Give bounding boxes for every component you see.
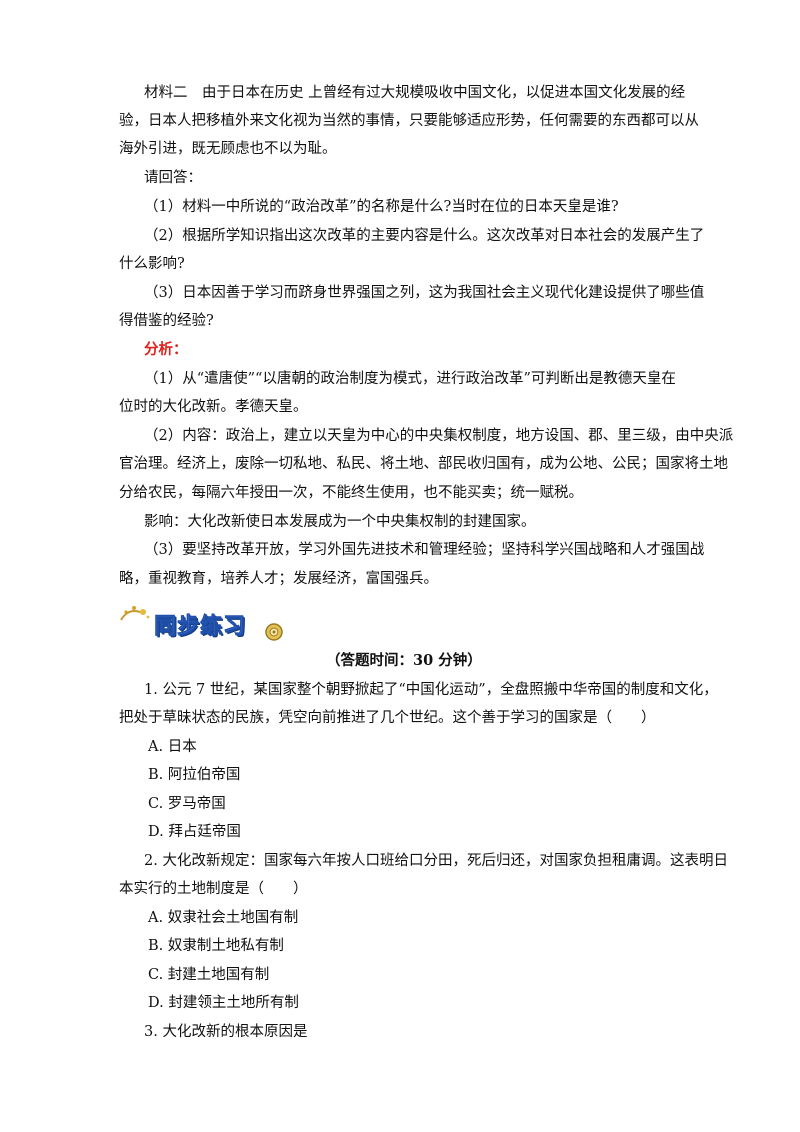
analysis-1-line2: 位时的大化改新。孝德天皇。 <box>119 399 308 415</box>
question-2-line2: 什么影响? <box>119 256 185 272</box>
analysis-1-line1: （1）从“遣唐使”“以唐朝的政治制度为模式，进行政治改革”可判断出是教德天皇在 <box>144 371 676 387</box>
exercise-2-line2: 本实行的土地制度是（ ） <box>119 881 308 897</box>
analysis-2-line1: （2）内容：政治上，建立以天皇为中心的中央集权制度，地方设国、郡、里三级，由中央… <box>144 428 734 444</box>
exercise-1-option-d: D. 拜占廷帝国 <box>148 824 241 840</box>
analysis-2-line2: 官治理。经济上，废除一切私地、私民、将土地、部民收归国有，成为公地、公民；国家将… <box>119 456 728 472</box>
material2-line3: 海外引进，既无顾虑也不以为耻。 <box>119 141 337 157</box>
analysis-influence: 影响：大化改新使日本发展成为一个中央集权制的封建国家。 <box>144 514 536 530</box>
answer-prompt: 请回答： <box>144 170 202 186</box>
exercise-3-line1: 3. 大化改新的根本原因是 <box>144 1024 308 1040</box>
gear-badge-icon <box>265 623 283 641</box>
exercise-1-option-c: C. 罗马帝国 <box>148 796 226 812</box>
analysis-3-line1: （3）要坚持改革开放，学习外国先进技术和管理经验；坚持科学兴国战略和人才强国战 <box>144 542 705 558</box>
material2-line1: 材料二 由于日本在历史 上曾经有过大规模吸收中国文化，以促进本国文化发展的经 <box>144 85 686 101</box>
question-3-line2: 得借鉴的经验? <box>119 313 214 329</box>
exercise-1-option-b: B. 阿拉伯帝国 <box>148 767 241 783</box>
question-3-line1: （3）日本因善于学习而跻身世界强国之列，这为我国社会主义现代化建设提供了哪些值 <box>144 285 705 301</box>
time-note: （答题时间：30 分钟） <box>326 652 482 669</box>
exercise-2-option-d: D. 封建领主土地所有制 <box>148 995 299 1011</box>
exercise-2-option-c: C. 封建土地国有制 <box>148 967 270 983</box>
section-banner: 同步练习 <box>118 600 288 646</box>
exercise-2-option-a: A. 奴隶社会土地国有制 <box>148 910 299 926</box>
exercise-1-line1: 1. 公元 7 世纪，某国家整个朝野掀起了“中国化运动”，全盘照搬中华帝国的制度… <box>144 682 718 698</box>
exercise-2-line1: 2. 大化改新规定：国家每六年按人口班给口分田，死后归还，对国家负担租庸调。这表… <box>144 853 728 869</box>
sparkle-ornament-icon <box>120 606 150 621</box>
analysis-2-line3: 分给农民，每隔六年授田一次，不能终生使用，也不能买卖；统一赋税。 <box>119 485 583 501</box>
question-2-line1: （2）根据所学知识指出这次改革的主要内容是什么。这次改革对日本社会的发展产生了 <box>144 228 705 244</box>
question-1: （1）材料一中所说的“政治改革”的名称是什么?当时在位的日本天皇是谁? <box>144 199 619 215</box>
exercise-1-line2: 把处于草昧状态的民族，凭空向前推进了几个世纪。这个善于学习的国家是（ ） <box>119 710 656 726</box>
analysis-heading: 分析： <box>144 341 188 358</box>
analysis-3-line2: 略，重视教育，培养人才；发展经济，富国强兵。 <box>119 571 438 587</box>
section-title: 同步练习 <box>154 614 247 640</box>
material2-line2: 验，日本人把移植外来文化视为当然的事情，只要能够适应形势，任何需要的东西都可以从 <box>119 113 699 129</box>
exercise-2-option-b: B. 奴隶制土地私有制 <box>148 938 284 954</box>
exercise-1-option-a: A. 日本 <box>148 739 197 755</box>
